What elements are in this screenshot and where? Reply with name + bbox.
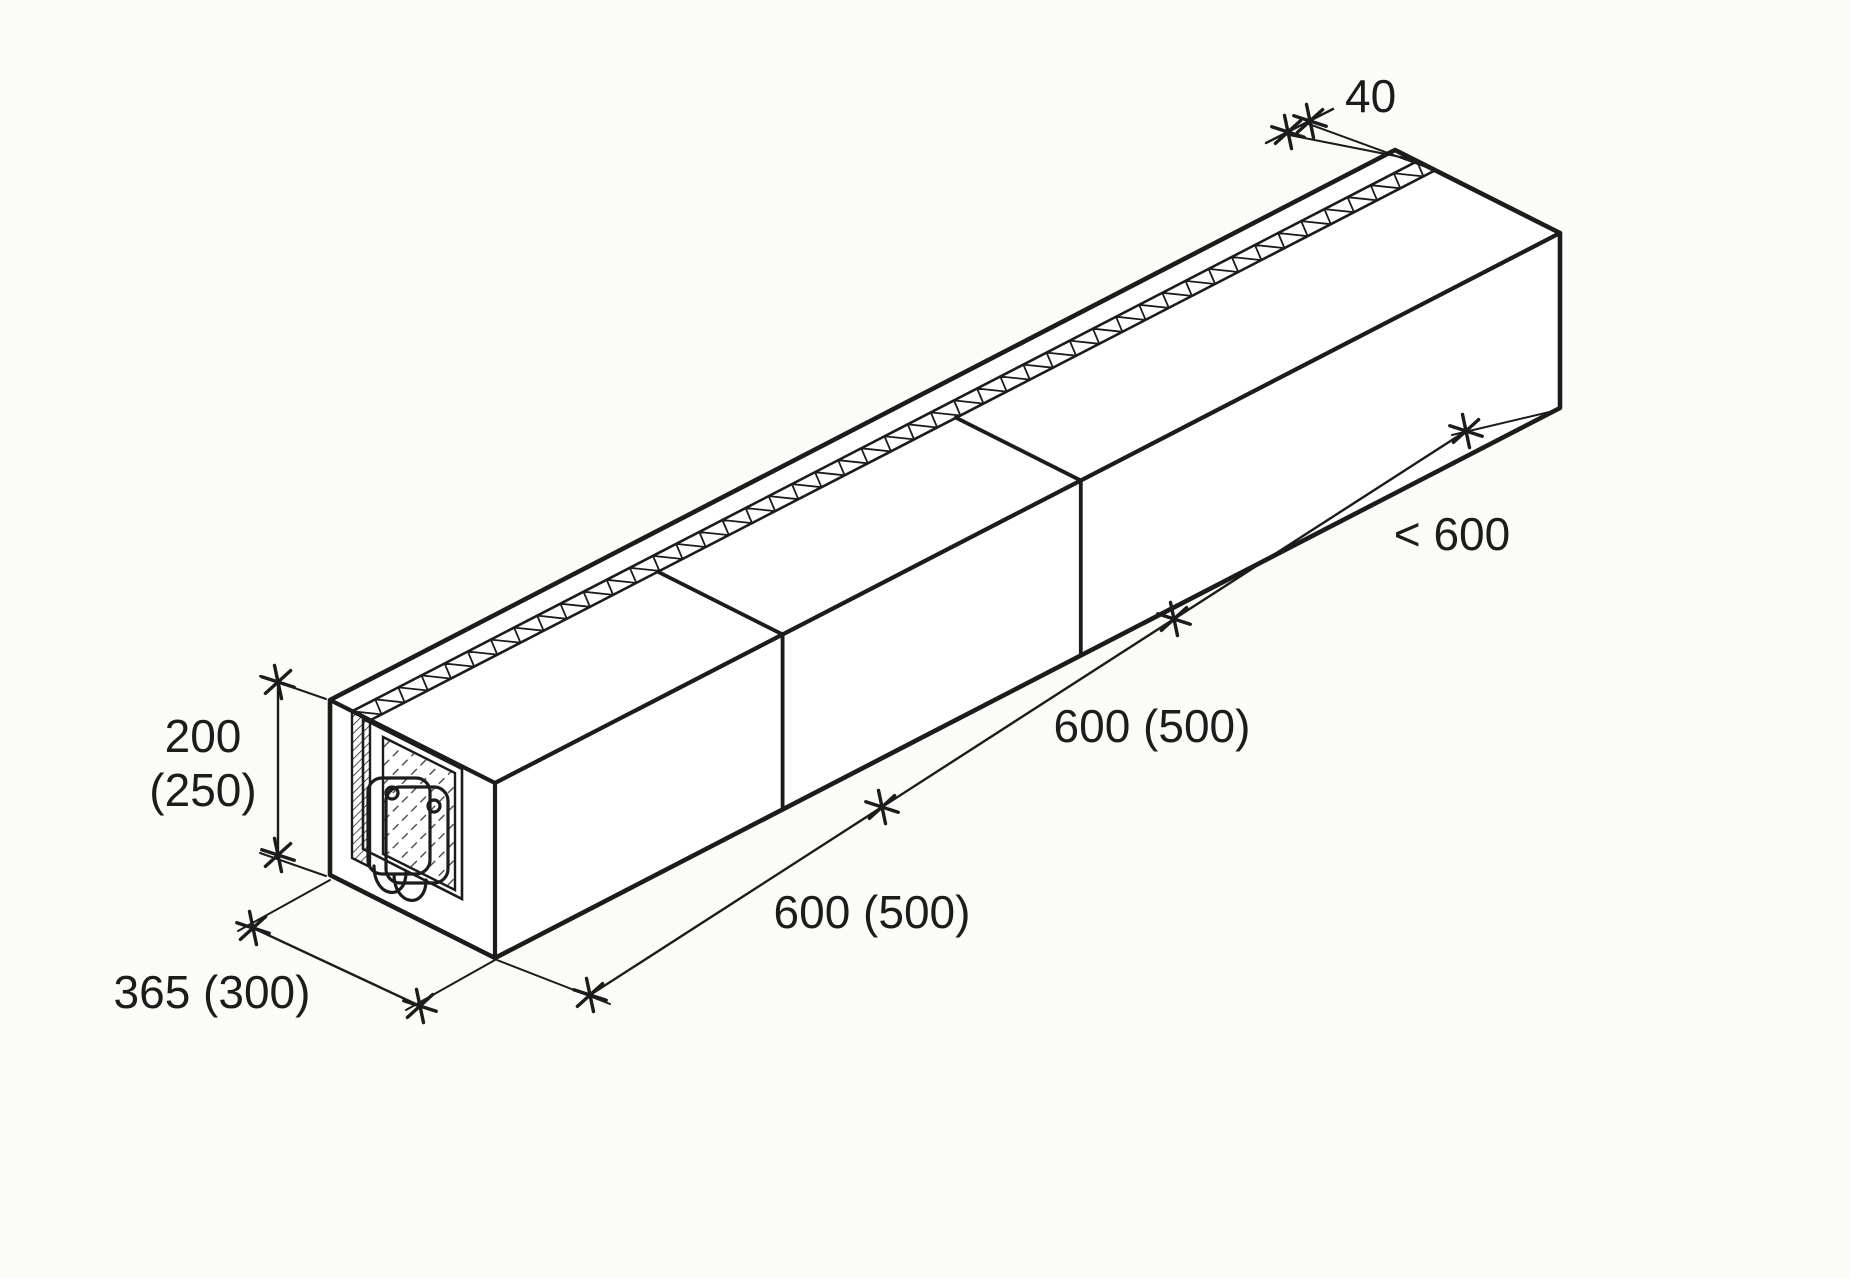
dim-width-ext-right — [405, 959, 496, 1011]
reinforcement-serration — [351, 160, 1425, 716]
stirrup-loop-back — [366, 776, 432, 876]
stirrup-loop-front — [384, 785, 450, 885]
dim-40-ext-2 — [1305, 122, 1430, 169]
cavity-outline — [361, 716, 464, 902]
core-section-hatch — [381, 735, 457, 892]
dim-40-line — [1264, 107, 1335, 145]
reinforcement-strip — [350, 160, 1437, 722]
dim-width-label: 365 (300) — [114, 966, 311, 1018]
dim-height-label-line2: (250) — [149, 764, 256, 816]
edge-top-front — [492, 230, 1563, 786]
dimension-tick — [572, 976, 608, 1014]
stirrup-loops — [366, 776, 450, 902]
dim-width-line — [251, 926, 422, 1008]
longitudinal-bar-left — [384, 785, 400, 801]
stirrup-hook-left — [372, 864, 408, 894]
beam-body — [327, 147, 1563, 961]
dim-length: 600 (500) 600 (500) < 600 — [496, 409, 1559, 1014]
dim-strip-width: 40 — [1264, 70, 1430, 169]
dim-length-mid-label: 600 (500) — [1054, 700, 1251, 752]
beam-silhouette — [327, 147, 1563, 961]
dim-height: 200 (250) — [149, 663, 327, 877]
dim-length-near-label: 600 (500) — [774, 886, 971, 938]
dim-length-far-label: < 600 — [1394, 508, 1510, 560]
dimension-tick — [864, 788, 900, 826]
dim-40-label: 40 — [1345, 70, 1396, 122]
longitudinal-bar-right — [426, 798, 442, 814]
end-face-section — [350, 709, 464, 902]
joint-line-2-top — [953, 415, 1083, 483]
dimension-tick — [402, 987, 438, 1025]
block-joints — [655, 415, 1083, 812]
joint-line-1-top — [655, 569, 785, 637]
dim-height-ext-bottom — [259, 852, 327, 877]
strip-front-line — [368, 169, 1437, 722]
dim-length-line — [588, 429, 1468, 997]
stirrup-hook-right — [392, 872, 428, 902]
dim-width: 365 (300) — [114, 879, 496, 1025]
dim-height-label-line1: 200 — [165, 710, 242, 762]
